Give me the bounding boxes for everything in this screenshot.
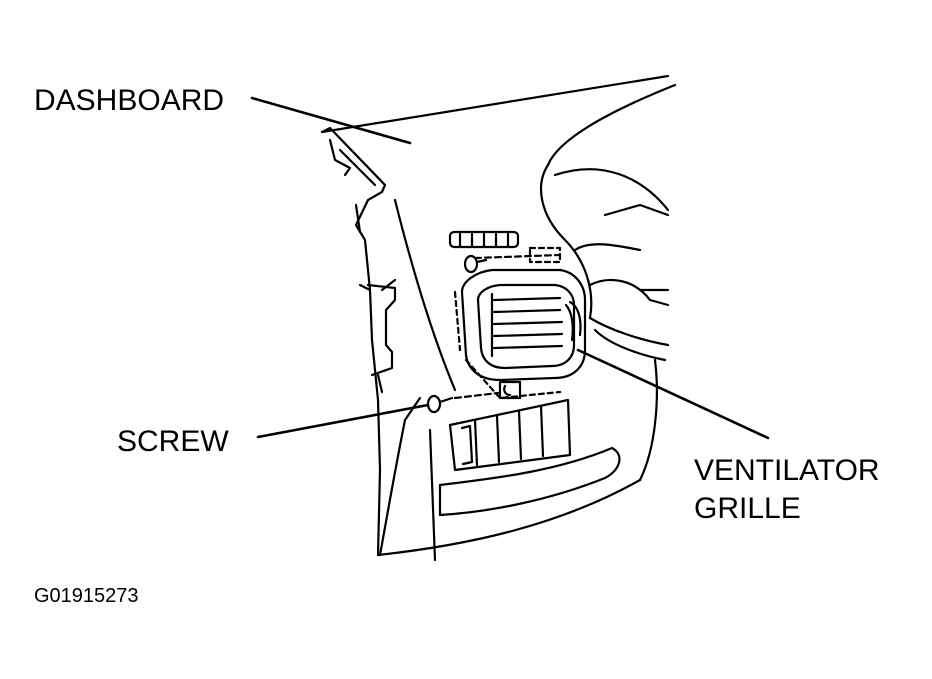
ventilator-label-line1: VENTILATOR [694, 454, 880, 487]
ventilator-grille [453, 268, 587, 400]
screw-label: SCREW [117, 425, 229, 458]
upper-screw [463, 254, 488, 274]
ventilator-leader [576, 348, 770, 440]
dashboard-side-panel [354, 190, 658, 557]
leader-lines [250, 96, 770, 440]
screw-leader [256, 403, 430, 439]
lower-screw [426, 391, 500, 414]
figure-code: G01915273 [34, 585, 139, 607]
ventilator-label-line2: GRILLE [694, 492, 801, 525]
dashboard-leader [250, 96, 412, 145]
switch-panel [428, 398, 621, 562]
upper-bracket [448, 230, 562, 264]
dashboard-right-curve [540, 163, 670, 362]
grille-clip [498, 380, 522, 400]
dashboard-top-panel [320, 74, 677, 194]
ventilator-grille-label: VENTILATOR GRILLE [694, 452, 880, 528]
dashboard-label: DASHBOARD [34, 84, 225, 117]
